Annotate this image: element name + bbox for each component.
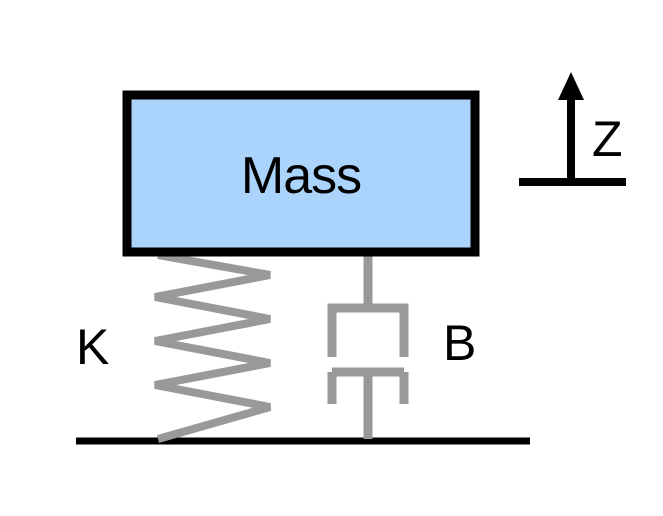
spring-k [154, 251, 272, 443]
mass-block [122, 90, 480, 257]
spring-constant-label: K [76, 319, 110, 375]
damper-cylinder-top [327, 303, 409, 357]
mass-label: Mass [240, 147, 362, 205]
up-arrow-icon [558, 72, 584, 100]
damper-b [327, 253, 409, 439]
damping-coefficient-label: B [443, 315, 477, 371]
z-axis-label: Z [592, 111, 623, 167]
z-axis-indicator [519, 72, 626, 186]
